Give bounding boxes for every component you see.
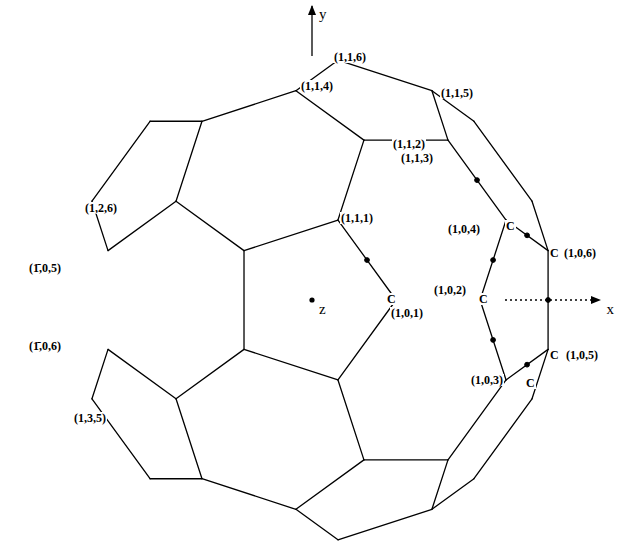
polyhedron-edge — [176, 349, 244, 398]
polyhedron-edge — [296, 509, 338, 540]
coordinate-label: (1,1,2) — [392, 138, 426, 150]
polyhedron-edge — [92, 399, 150, 479]
coordinate-label: (1,0,4) — [447, 223, 481, 235]
coordinate-label: C — [549, 247, 560, 259]
bond-dot — [491, 258, 496, 263]
polyhedron-edge — [338, 300, 396, 380]
axis-label: y — [318, 7, 328, 22]
coordinate-label: (1,3,5) — [73, 412, 107, 424]
coordinate-label: (1,1,5) — [440, 87, 474, 99]
coordinate-label: (1,0,2) — [433, 284, 467, 296]
coordinate-label: (1,0,3) — [470, 374, 504, 386]
polyhedron-edge — [296, 460, 364, 509]
polyhedron-edges — [92, 60, 548, 540]
polyhedron-edge — [202, 479, 296, 510]
polyhedron-edge — [243, 251, 244, 350]
polyhedron-edge — [448, 140, 506, 220]
polyhedron-edge — [480, 220, 506, 300]
polyhedron-edge — [480, 300, 506, 380]
polyhedron-edge — [176, 201, 244, 250]
coordinate-label: (1,1,4) — [300, 80, 334, 92]
bond-dot — [475, 178, 480, 183]
polyhedron-edge — [474, 121, 532, 201]
polyhedron-edge — [432, 460, 448, 509]
polyhedron-edge — [244, 220, 338, 251]
polyhedron-edge — [532, 349, 548, 398]
coordinate-label: C — [525, 377, 536, 389]
polyhedron-edge — [506, 349, 548, 380]
coordinate-label: C — [386, 293, 397, 305]
polyhedron-edge — [296, 91, 364, 140]
bond-dot — [491, 338, 496, 343]
x-axis — [505, 299, 600, 300]
polyhedron-edge — [150, 478, 202, 479]
bond-dot — [525, 233, 530, 238]
coordinate-label: (1,0,6) — [563, 247, 597, 259]
polyhedron-edge — [108, 201, 176, 250]
polyhedron-edge — [474, 399, 532, 479]
coordinate-label: (1,1,6) — [333, 51, 367, 63]
y-axis — [311, 6, 312, 56]
bond-dot — [365, 258, 370, 263]
polyhedron-edge — [92, 121, 150, 201]
axis-label: z — [318, 302, 327, 317]
polyhedron-edge — [338, 220, 396, 300]
polyhedron-edge — [92, 349, 108, 398]
polyhedron-edge — [108, 349, 176, 398]
coordinate-label: C — [505, 220, 516, 232]
coordinate-label: (1,0,1) — [390, 307, 424, 319]
axis-label: x — [606, 302, 616, 317]
bond-dot — [525, 362, 530, 367]
polyhedron-edge — [150, 121, 202, 122]
coordinate-label: (1,1,3) — [400, 152, 434, 164]
polyhedron-edge — [448, 380, 506, 460]
polyhedron-edge — [338, 509, 432, 540]
coordinate-label: C — [478, 293, 489, 305]
bond-dots — [365, 178, 551, 367]
polyhedron-edge — [364, 459, 448, 460]
polyhedron-edge — [176, 399, 202, 479]
bond-dot — [546, 298, 551, 303]
coordinate-label: (1,0,5) — [565, 349, 599, 361]
coordinate-label: C — [549, 349, 560, 361]
coordinate-label: (1,1,1) — [340, 212, 374, 224]
polyhedron-edge — [244, 349, 338, 380]
coordinate-label: (1̄,0,6) — [28, 340, 62, 352]
polyhedron-edge — [338, 380, 364, 460]
polyhedron-edge — [338, 140, 364, 220]
coordinate-label: (1̄,0,5) — [28, 262, 62, 274]
polyhedron-edge — [532, 201, 548, 250]
polyhedron-edge — [432, 479, 474, 510]
polyhedron-edge — [202, 91, 296, 122]
z-axis-dot — [309, 297, 314, 302]
polyhedron-edge — [176, 121, 202, 201]
coordinate-label: (1,2,6) — [84, 202, 118, 214]
polyhedron-edge — [338, 60, 432, 91]
